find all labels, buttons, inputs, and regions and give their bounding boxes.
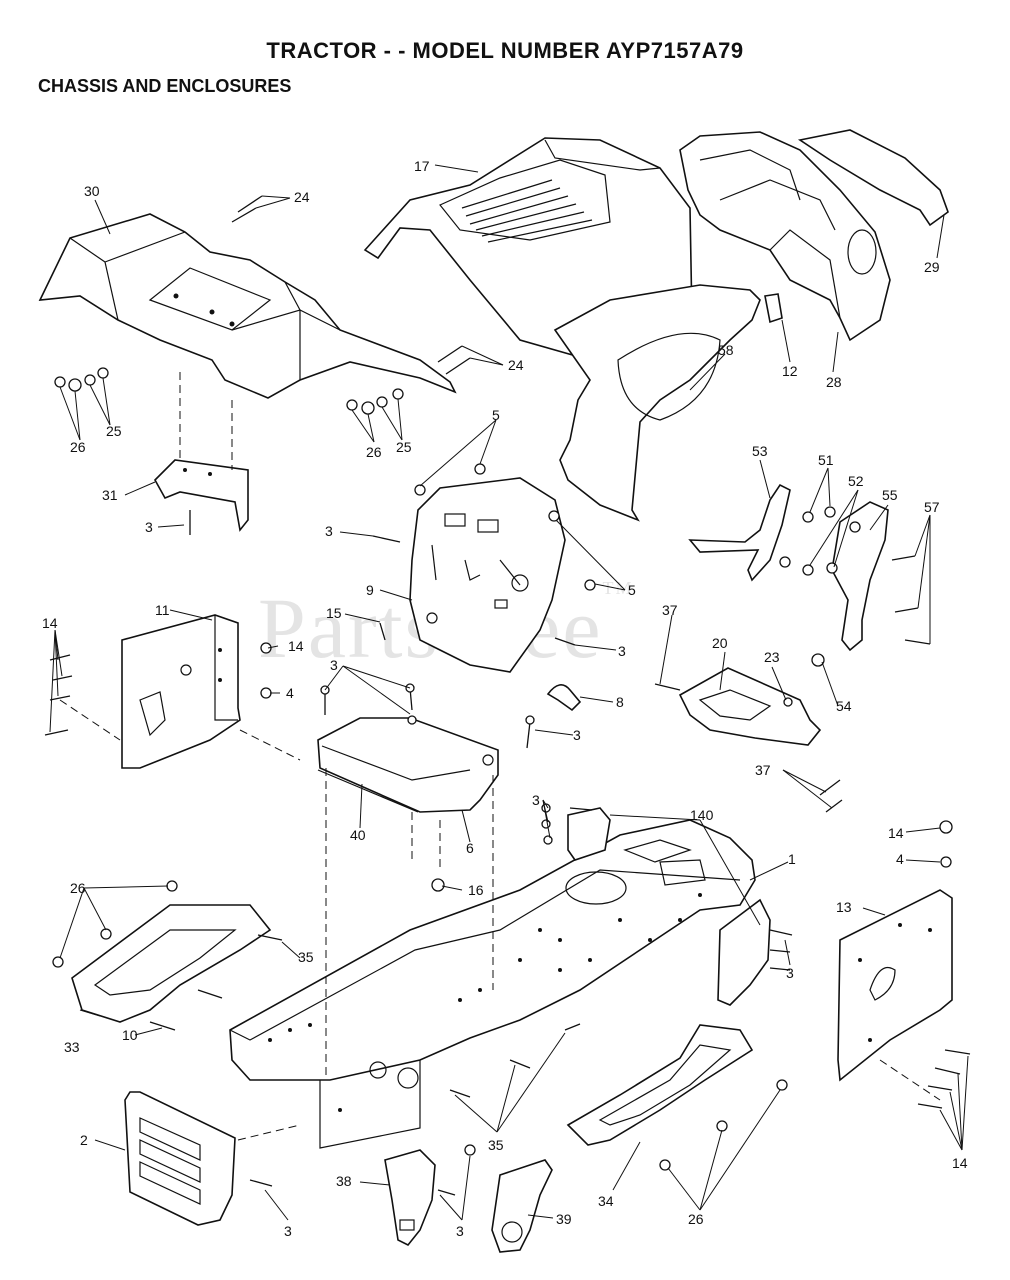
callout-39: 39 [556, 1211, 572, 1227]
callout-3-frameright: 3 [786, 965, 794, 981]
callout-16: 16 [468, 882, 484, 898]
callout-38: 38 [336, 1173, 352, 1189]
callout-14-panel: 14 [288, 638, 304, 654]
callout-55: 55 [882, 487, 898, 503]
callout-31: 31 [102, 487, 118, 503]
callout-3-plate: 3 [330, 657, 338, 673]
callout-3-dash: 3 [325, 523, 333, 539]
callout-34: 34 [598, 1193, 614, 1209]
callout-3-frontpanel: 3 [284, 1223, 292, 1239]
part-rear-fender [38, 213, 457, 399]
callout-13: 13 [836, 899, 852, 915]
part-front-panel-2 [124, 1091, 236, 1226]
callout-4-right: 4 [896, 851, 904, 867]
part-brackets-53-55 [688, 483, 889, 652]
callout-20: 20 [712, 635, 728, 651]
diagram-title: TRACTOR - - MODEL NUMBER AYP7157A79 [266, 38, 744, 63]
callout-6: 6 [466, 840, 474, 856]
part-dash-9 [409, 477, 566, 673]
section-subtitle: CHASSIS AND ENCLOSURES [38, 76, 292, 96]
part-bracket-38 [384, 1149, 436, 1247]
callout-37-top: 37 [662, 602, 678, 618]
callout-23: 23 [764, 649, 780, 665]
callout-33: 33 [64, 1039, 80, 1055]
callout-2: 2 [80, 1132, 88, 1148]
callout-3-bracket: 3 [145, 519, 153, 535]
leader-lines [49, 164, 969, 1221]
part-bracket-39 [491, 1159, 553, 1253]
callout-5-right: 5 [628, 582, 636, 598]
callout-14-right: 14 [888, 825, 904, 841]
callout-3-dashright: 3 [618, 643, 626, 659]
callout-28: 28 [826, 374, 842, 390]
callout-35-bottom: 35 [488, 1137, 504, 1153]
callout-8: 8 [616, 694, 624, 710]
callout-14-bottom: 14 [952, 1155, 968, 1171]
callout-35-left: 35 [298, 949, 314, 965]
callout-26-bottom: 26 [688, 1211, 704, 1227]
callout-52: 52 [848, 473, 864, 489]
callout-3-brackets: 3 [456, 1223, 464, 1239]
callout-29: 29 [924, 259, 940, 275]
part-footrest-34 [566, 1024, 754, 1146]
callout-40: 40 [350, 827, 366, 843]
callout-labels: 30 24 17 29 24 12 28 58 26 25 26 25 5 53… [42, 158, 968, 1239]
callout-30: 30 [84, 183, 100, 199]
callout-11: 11 [155, 602, 170, 618]
callout-26-footrest: 26 [70, 880, 86, 896]
part-side-panel-13 [837, 889, 953, 1082]
callout-3-clip: 3 [573, 727, 581, 743]
callout-24-mid: 24 [508, 357, 524, 373]
callout-3-frame: 3 [532, 792, 540, 808]
callout-9: 9 [366, 582, 374, 598]
callout-26-center: 26 [366, 444, 382, 460]
part-footrest-33 [71, 904, 272, 1023]
callout-25-left: 25 [106, 423, 122, 439]
part-plate-6 [317, 717, 499, 813]
callout-14-left: 14 [42, 615, 58, 631]
callout-15: 15 [326, 605, 342, 621]
callout-57: 57 [924, 499, 940, 515]
callout-51: 51 [818, 452, 834, 468]
callout-24-top: 24 [294, 189, 310, 205]
callout-26-left: 26 [70, 439, 86, 455]
callout-5-top: 5 [492, 407, 500, 423]
part-grille [679, 129, 949, 342]
part-side-panel-11 [121, 614, 241, 769]
part-tray-20 [678, 667, 822, 746]
callout-17: 17 [414, 158, 430, 174]
hardware-fasteners [44, 195, 971, 1196]
callout-4-left: 4 [286, 685, 294, 701]
part-clip-8 [546, 684, 582, 712]
callout-53: 53 [752, 443, 768, 459]
callout-37-bottom: 37 [755, 762, 771, 778]
callout-1: 1 [788, 851, 796, 867]
callout-10: 10 [122, 1027, 138, 1043]
part-shield-58 [553, 284, 761, 522]
callout-140: 140 [690, 807, 714, 823]
callout-12: 12 [782, 363, 798, 379]
assembly-lines [59, 372, 941, 1141]
callout-58: 58 [718, 342, 734, 358]
part-bracket-31 [154, 459, 249, 532]
callout-54: 54 [836, 698, 852, 714]
part-frame-1 [229, 807, 771, 1149]
callout-25-center: 25 [396, 439, 412, 455]
